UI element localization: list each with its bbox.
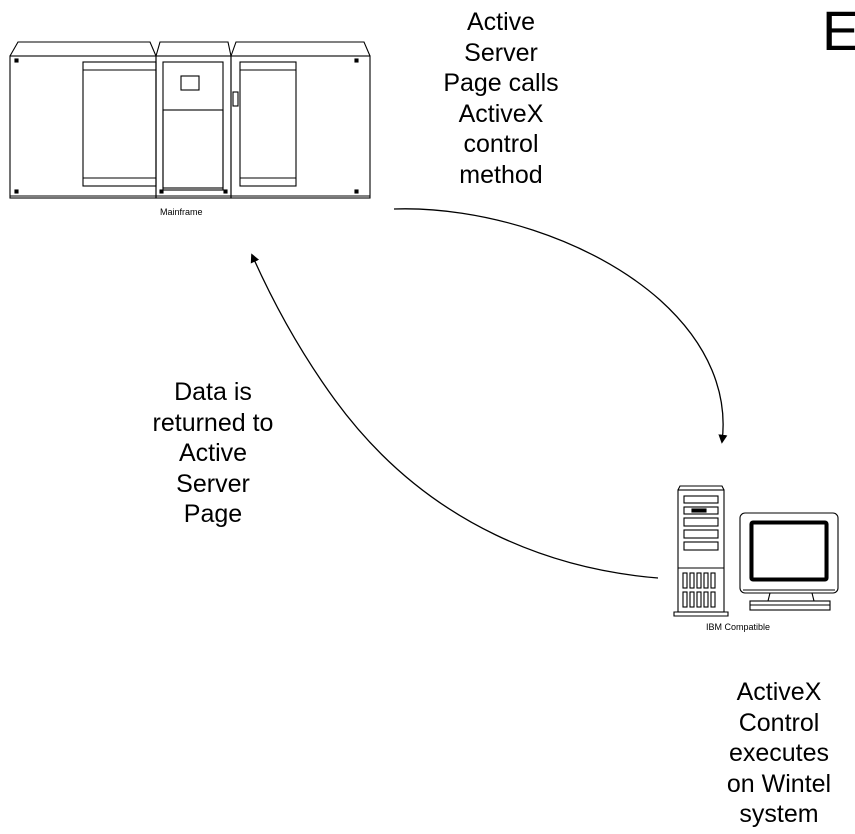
call-label-line: Active [466,8,536,36]
mainframe-cabinet-center [155,41,232,199]
mainframe-icon [9,41,371,199]
pc-note-line: Control [738,708,820,737]
call-arrow [393,208,728,444]
call-label-line: method [459,160,543,189]
pc-note-label: ActiveX Control executes on Wintel syste… [703,677,855,830]
return-label-line: Server [176,469,250,498]
corner-letter: E [822,0,855,62]
pc-note-line: executes [728,739,830,767]
ibm-compatible-caption: IBM Compatible [706,622,771,632]
return-label-line: Data is [174,378,252,406]
return-label-line: returned to [152,408,274,437]
mainframe-caption: Mainframe [160,207,203,217]
pc-note-line: system [739,800,819,828]
return-arrow [250,253,659,579]
mainframe-cabinet-left [9,41,157,199]
call-label-line: Page calls [443,69,559,97]
pc-note-line: ActiveX [736,678,822,706]
mainframe-cabinet-right [230,41,371,199]
call-label-line: Server [464,38,538,67]
pc-tower [673,485,729,617]
return-edge-label: Data is returned to Active Server Page [132,377,294,530]
return-label-line: Active [178,439,248,467]
pc-note-line: on Wintel [726,769,832,798]
call-label-line: control [463,130,539,158]
return-label-line: Page [183,500,243,528]
ibm-compatible-pc-icon [673,485,839,617]
call-label-line: ActiveX [458,99,544,128]
pc-monitor [739,512,839,611]
call-edge-label: Active Server Page calls ActiveX control… [418,7,584,190]
